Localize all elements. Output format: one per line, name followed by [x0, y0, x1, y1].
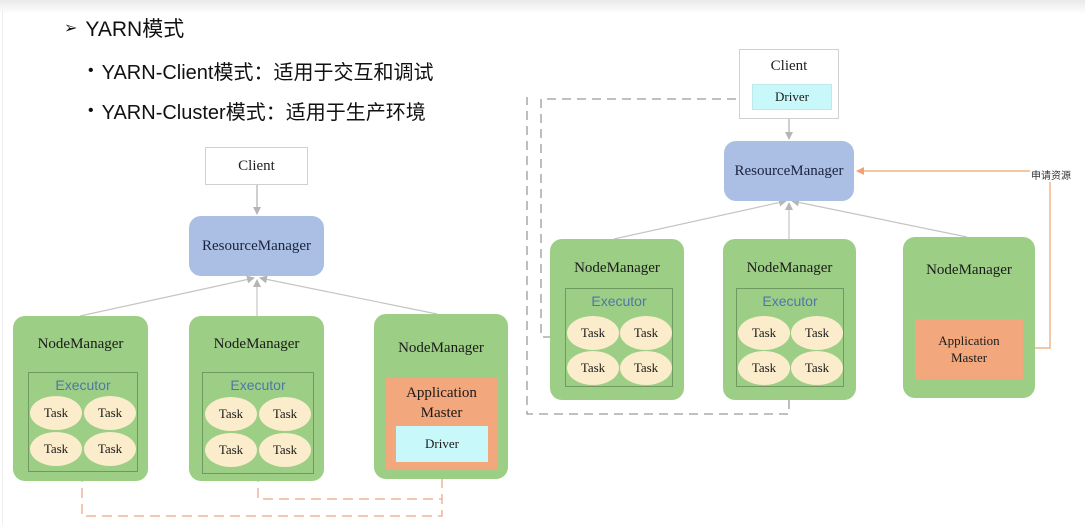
executor-box: Executor Task Task Task Task — [202, 372, 314, 474]
client-mode-node-manager-2: NodeManager Executor Task Task Task Task — [723, 239, 856, 400]
cluster-arrows — [79, 184, 443, 517]
executor-label: Executor — [762, 293, 818, 309]
task-comm-dashed-line-2 — [257, 472, 442, 500]
client-mode-node-manager-3: NodeManager Application Master — [903, 237, 1035, 398]
client-label: Client — [770, 58, 808, 74]
executor-label: Executor — [591, 293, 647, 309]
task-ellipse: Task — [567, 351, 619, 385]
outer-dashed-line — [526, 97, 790, 415]
nm1-to-rm-arrow — [613, 198, 787, 240]
driver-label: Driver — [775, 89, 809, 104]
bullet-dot-icon: • — [88, 61, 94, 79]
nm3-to-rm-arrow — [259, 275, 438, 315]
task-ellipse: Task — [791, 351, 843, 385]
driver-box: Driver — [752, 84, 832, 110]
arrow-bullet-icon: ➢ — [64, 20, 78, 37]
task-ellipse: Task — [205, 397, 257, 431]
client-mode-resource-manager: ResourceManager — [724, 141, 854, 201]
bullet-dot-icon: • — [88, 101, 94, 119]
node-manager-label: NodeManager — [746, 260, 833, 276]
executor-box: Executor Task Task Task Task — [28, 372, 138, 472]
application-master-box: Application Master Driver — [386, 378, 497, 469]
resource-manager-label: ResourceManager — [201, 237, 312, 254]
bullet-yarn-client: • YARN-Client模式：适用于交互和调试 — [88, 56, 433, 85]
nm1-to-rm-arrow — [79, 275, 255, 317]
executor-label: Executor — [230, 377, 286, 393]
client-label: Client — [238, 157, 275, 174]
task-ellipse: Task — [738, 316, 790, 350]
task-ellipse: Task — [738, 351, 790, 385]
task-ellipse: Task — [567, 316, 619, 350]
application-master-label: Application Master — [406, 385, 477, 421]
nm3-to-rm-arrow — [791, 198, 968, 238]
heading-text: YARN模式 — [85, 18, 185, 41]
executor-label: Executor — [55, 377, 111, 393]
node-manager-label: NodeManager — [926, 262, 1012, 278]
executor-box: Executor Task Task Task Task — [565, 288, 673, 387]
slide-heading: ➢ YARN模式 — [64, 13, 184, 43]
task-ellipse: Task — [30, 396, 82, 430]
top-shadow — [0, 0, 1085, 14]
client-mode-client-box: Client Driver — [739, 49, 839, 119]
task-ellipse: Task — [259, 433, 311, 467]
am-request-line — [856, 167, 1051, 349]
cluster-node-manager-2: NodeManager Executor Task Task Task Task — [189, 316, 324, 481]
node-manager-label: NodeManager — [213, 336, 300, 352]
bullet-text: YARN-Cluster模式：适用于生产环境 — [101, 102, 426, 124]
bullet-text: YARN-Client模式：适用于交互和调试 — [101, 62, 434, 84]
cluster-resource-manager: ResourceManager — [189, 216, 324, 276]
cluster-node-manager-3: NodeManager Application Master Driver — [374, 314, 508, 479]
application-master-box: Application Master — [915, 319, 1023, 379]
client-mode-arrows — [526, 95, 1051, 415]
task-ellipse: Task — [259, 397, 311, 431]
task-ellipse: Task — [84, 396, 136, 430]
node-manager-label: NodeManager — [398, 340, 484, 356]
task-comm-dashed-line-1 — [81, 470, 443, 517]
executor-box: Executor Task Task Task Task — [736, 288, 844, 387]
task-ellipse: Task — [205, 433, 257, 467]
driver-to-task-dashed-line — [540, 95, 751, 338]
cluster-client-box: Client — [205, 147, 308, 185]
task-ellipse: Task — [620, 351, 672, 385]
cluster-node-manager-1: NodeManager Executor Task Task Task Task — [13, 316, 148, 481]
bullet-yarn-cluster: • YARN-Cluster模式：适用于生产环境 — [88, 96, 426, 125]
driver-label: Driver — [425, 436, 459, 451]
resource-manager-label: ResourceManager — [734, 162, 844, 179]
slide-edge — [2, 10, 3, 525]
task-ellipse: Task — [30, 432, 82, 466]
task-ellipse: Task — [791, 316, 843, 350]
driver-box: Driver — [396, 426, 488, 462]
node-manager-label: NodeManager — [37, 336, 124, 352]
client-mode-node-manager-1: NodeManager Executor Task Task Task Task — [550, 239, 684, 400]
task-ellipse: Task — [620, 316, 672, 350]
request-resources-label: 申请资源 — [1030, 167, 1072, 182]
node-manager-label: NodeManager — [574, 260, 660, 276]
application-master-label: Application Master — [938, 333, 1000, 365]
task-ellipse: Task — [84, 432, 136, 466]
